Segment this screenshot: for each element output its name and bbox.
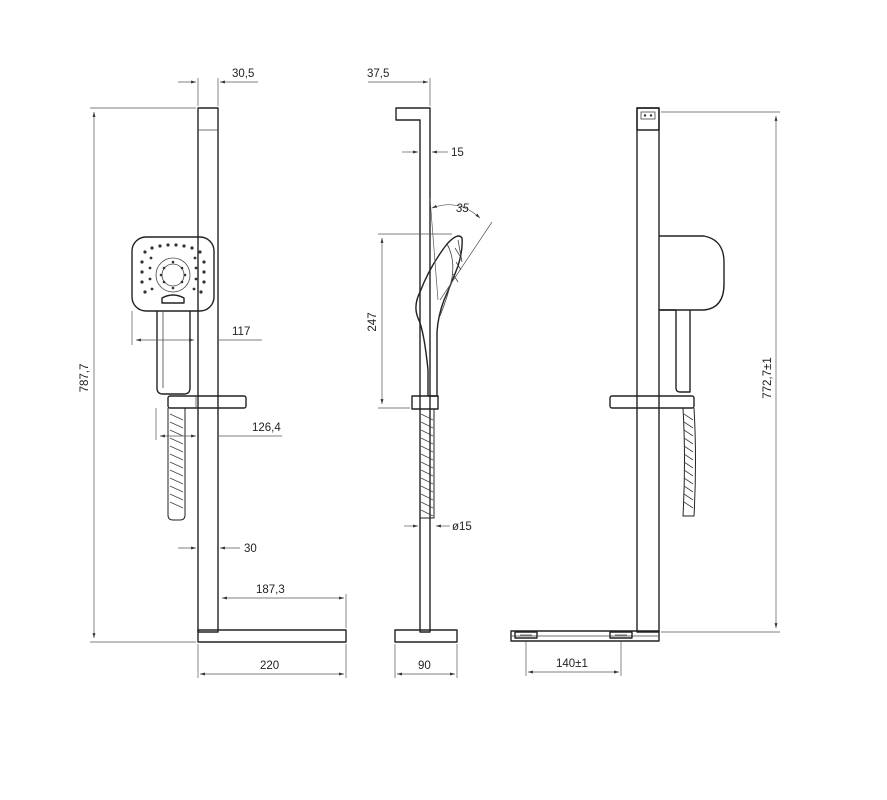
front-view: 30,5 787,7 117 126,4 30 187,3 (79, 68, 347, 678)
side-handset (415, 235, 463, 397)
dim-handset-length: 247 (367, 312, 379, 331)
dim-overall-height-front: 787,7 (79, 364, 91, 393)
front-shower-head (131, 236, 215, 395)
dim-bar-offset: 30 (244, 543, 257, 555)
dim-mount-spacing: 140±1 (556, 658, 588, 670)
side-slide-bar (395, 107, 431, 633)
dim-top-width-front: 30,5 (232, 68, 254, 80)
back-holder (609, 395, 695, 409)
dim-top-width-side: 37,5 (367, 68, 389, 80)
dim-base-width-front: 220 (260, 660, 279, 672)
dim-bar-depth: 15 (451, 147, 464, 159)
front-holder (167, 395, 247, 409)
front-base-plate (197, 629, 347, 643)
side-view: 37,5 15 35 247 ø15 90 (367, 68, 493, 678)
side-base-plate (394, 629, 458, 643)
front-hose (167, 408, 186, 521)
dim-hose-diameter: ø15 (452, 521, 472, 533)
back-dimensions: 772,7±1 140±1 (525, 111, 780, 676)
back-base-plate (510, 630, 660, 642)
back-hose (682, 407, 696, 517)
side-holder (411, 395, 439, 410)
front-slide-bar (197, 107, 219, 633)
back-slide-bar (636, 107, 660, 633)
dim-head-angle: 35 (456, 203, 469, 215)
dim-head-offset: 117 (232, 326, 250, 338)
dim-overall-height-back: 772,7±1 (762, 357, 774, 399)
side-hose (419, 409, 435, 519)
dim-holder-offset: 126,4 (252, 422, 281, 434)
front-dimensions: 30,5 787,7 117 126,4 30 187,3 (79, 68, 347, 678)
dim-base-depth: 90 (418, 660, 431, 672)
side-dimensions: 37,5 15 35 247 ø15 90 (367, 68, 493, 678)
back-shower-head (659, 235, 725, 393)
back-view: 772,7±1 140±1 (510, 107, 780, 676)
dim-base-offset: 187,3 (256, 584, 285, 596)
